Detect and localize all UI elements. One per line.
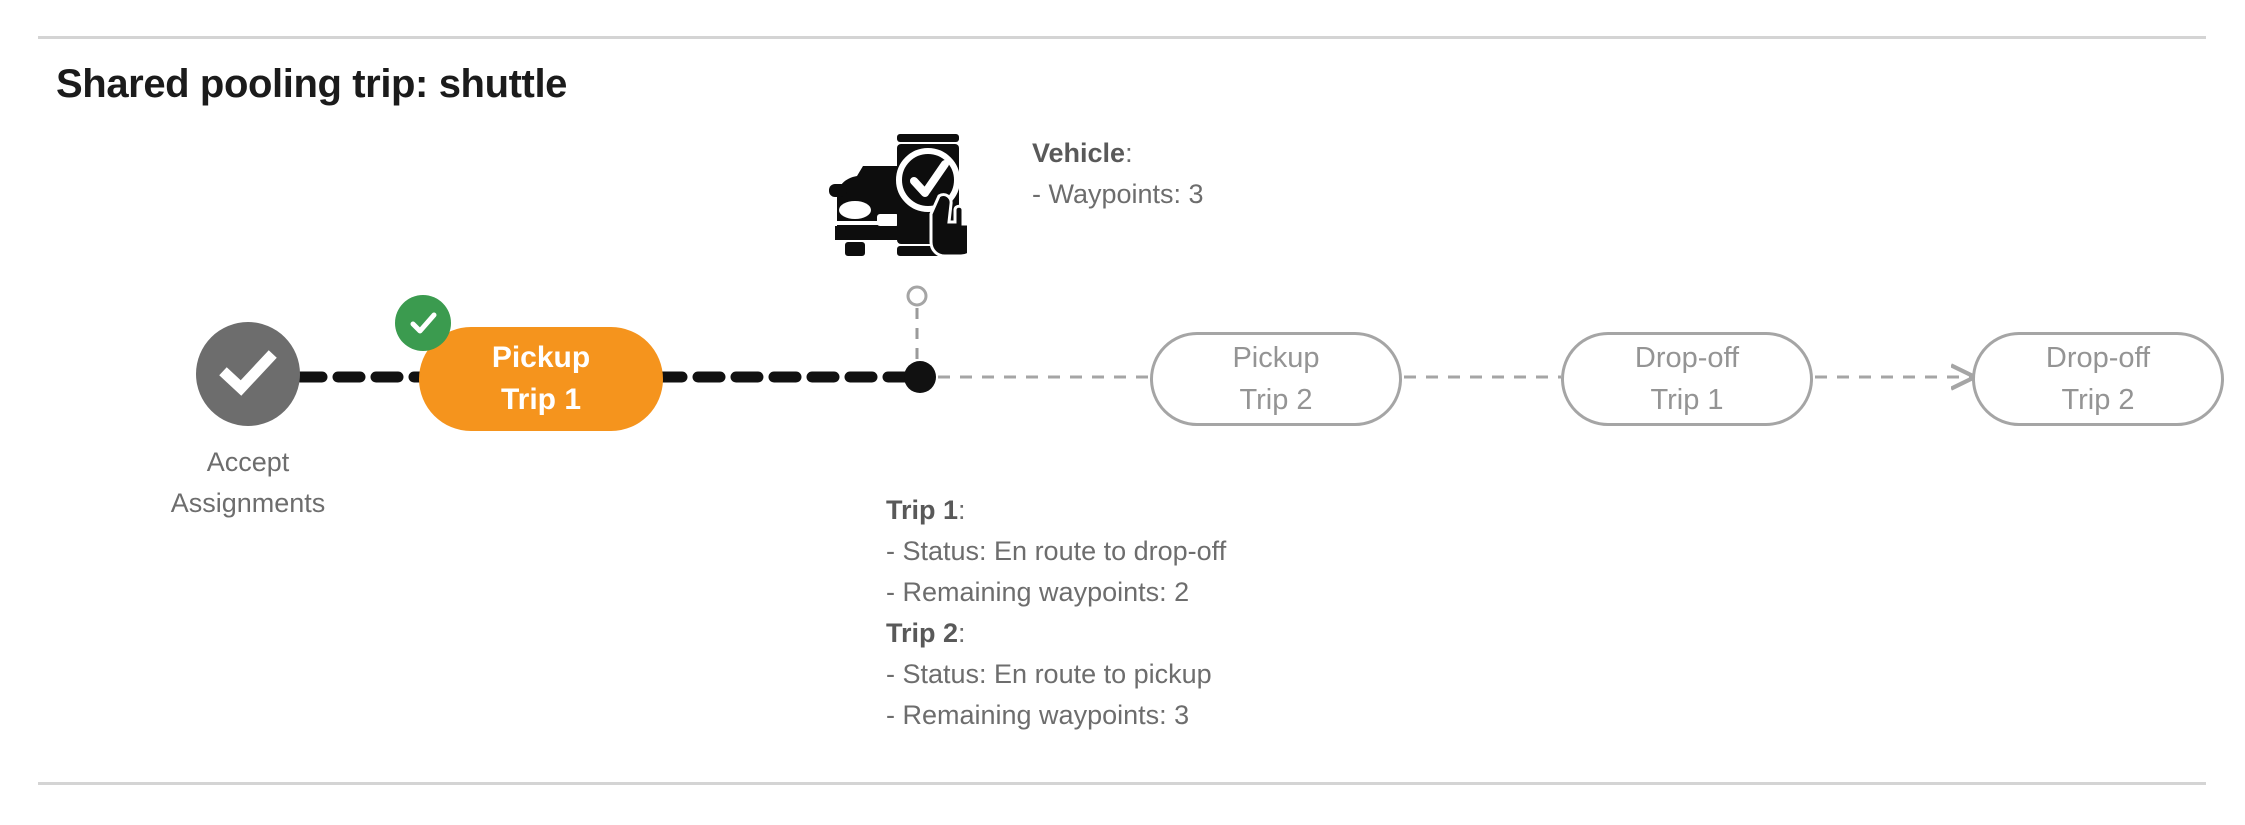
page-title: Shared pooling trip: shuttle (56, 62, 568, 106)
node-dropoff-trip-1[interactable]: Drop-off Trip 1 (1561, 332, 1813, 426)
node-dropoff-trip-1-line2: Trip 1 (1650, 384, 1724, 416)
trip-2-remaining-waypoints: - Remaining waypoints: 3 (886, 700, 1190, 730)
trip-2-status: - Status: En route to pickup (886, 659, 1212, 689)
node-pickup-trip-2[interactable]: Pickup Trip 2 (1150, 332, 1402, 426)
trip-details-annotation: Trip 1: - Status: En route to drop-off -… (886, 490, 1226, 736)
node-dropoff-trip-1-line1: Drop-off (1634, 342, 1740, 374)
trip-2-heading: Trip 2: (886, 613, 1226, 654)
node-dropoff-trip-2-line2: Trip 2 (2061, 384, 2135, 416)
node-accept-assignments[interactable] (196, 322, 300, 426)
trip-1-status: - Status: En route to drop-off (886, 536, 1227, 566)
bottom-divider (38, 782, 2206, 785)
vehicle-label-suffix: : (1125, 138, 1133, 168)
trip-2-heading-suffix: : (958, 618, 966, 648)
check-circle-icon (215, 341, 281, 407)
node-dropoff-trip-2[interactable]: Drop-off Trip 2 (1972, 332, 2224, 426)
vehicle-annotation: Vehicle: - Waypoints: 3 (1032, 133, 1204, 215)
trip-1-heading-suffix: : (958, 495, 966, 525)
caption-line-2: Assignments (170, 488, 326, 518)
trip-2-label: Trip 2 (886, 618, 959, 648)
node-dropoff-trip-2-line1: Drop-off (2045, 342, 2151, 374)
top-divider (38, 36, 2206, 39)
node-pickup-trip-2-line1: Pickup (1232, 342, 1320, 374)
vehicle-label: Vehicle (1032, 138, 1126, 168)
node-pickup-trip-1-line2: Trip 1 (500, 383, 582, 416)
vehicle-app-checkmark-icon (815, 118, 967, 270)
node-pickup-trip-1[interactable]: Pickup Trip 1 (419, 327, 663, 431)
node-accept-assignments-caption: Accept Assignments (120, 442, 376, 524)
node-pickup-trip-2-line2: Trip 2 (1239, 384, 1313, 416)
node-pickup-trip-1-line1: Pickup (491, 341, 591, 374)
trip-1-heading: Trip 1: (886, 490, 1226, 531)
vehicle-waypoints: - Waypoints: 3 (1032, 179, 1204, 209)
trip-1-remaining-waypoints: - Remaining waypoints: 2 (886, 577, 1190, 607)
completed-check-icon (395, 295, 451, 351)
vehicle-annotation-heading: Vehicle: (1032, 133, 1204, 174)
caption-line-1: Accept (206, 447, 290, 477)
trip-1-label: Trip 1 (886, 495, 959, 525)
